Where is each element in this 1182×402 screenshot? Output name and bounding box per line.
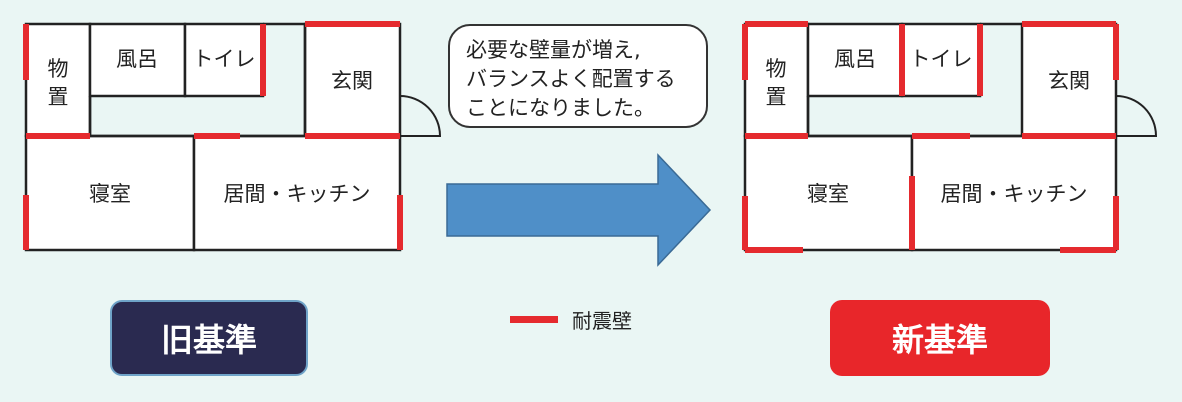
old-seismic-walls [23, 21, 403, 250]
old-label-toilet: トイレ [193, 47, 256, 71]
old-label-bath: 風呂 [116, 47, 158, 71]
bubble-line-3: ことになりました。 [466, 96, 655, 120]
old-standard-badge: 旧基準 [110, 300, 308, 376]
old-room-bedroom [24, 134, 196, 252]
old-label-bedroom: 寝室 [89, 182, 131, 206]
old-label-storage-1: 物 [48, 57, 69, 81]
new-label-bedroom: 寝室 [807, 182, 849, 206]
old-room-living [192, 134, 402, 252]
new-label-entrance: 玄関 [1048, 69, 1090, 93]
new-label-storage-1: 物 [766, 57, 787, 81]
legend-label: 耐震壁 [572, 309, 632, 333]
legend: 耐震壁 [510, 305, 632, 334]
old-room-toilet [183, 22, 265, 98]
old-room-entrance [303, 22, 402, 138]
new-room-toilet [900, 22, 982, 98]
new-label-living: 居間・キッチン [941, 182, 1088, 206]
new-standard-badge: 新基準 [830, 300, 1050, 376]
explanation-bubble: 必要な壁量が増え, バランスよく配置する ことになりました。 [448, 24, 708, 128]
new-floor-plan [742, 21, 1158, 253]
legend-wall-swatch [510, 316, 558, 323]
old-door-swing [399, 95, 442, 137]
new-room-bedroom [743, 134, 914, 252]
old-label-entrance: 玄関 [331, 69, 373, 93]
old-label-living: 居間・キッチン [224, 182, 371, 206]
new-room-bath [806, 22, 904, 98]
new-label-toilet: トイレ [910, 47, 973, 71]
new-label-bath: 風呂 [834, 47, 876, 71]
old-floor-plan [23, 21, 442, 252]
arrow-right-icon [446, 153, 712, 267]
new-room-living [910, 134, 1118, 252]
bubble-line-2: バランスよく配置する [466, 67, 676, 91]
new-seismic-walls [742, 21, 1119, 253]
new-door-swing [1115, 95, 1158, 137]
old-room-bath [88, 22, 187, 98]
bubble-line-1: 必要な壁量が増え, [466, 38, 641, 62]
old-label-storage-2: 置 [48, 85, 69, 109]
new-label-storage-2: 置 [766, 85, 787, 109]
